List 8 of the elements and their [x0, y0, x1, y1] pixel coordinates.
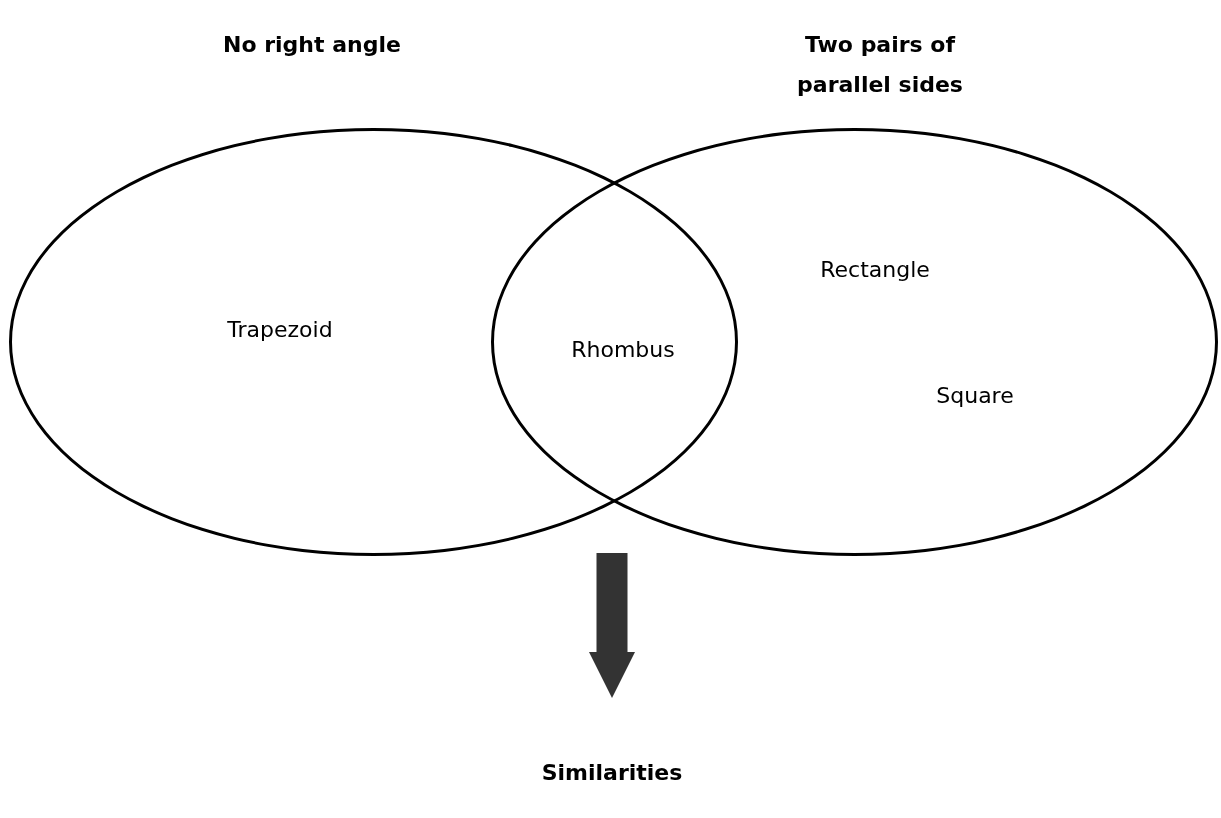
set-item-label: Rectangle [819, 256, 931, 284]
down-arrow [589, 553, 635, 698]
set-heading: Two pairs of parallel sides [796, 31, 964, 99]
overlap-label: Rhombus [570, 336, 676, 364]
set-item-label: Square [935, 382, 1015, 410]
set-heading: No right angle [222, 31, 402, 59]
set-item-label: Trapezoid [226, 316, 334, 344]
set-heading: Similarities [540, 759, 684, 787]
